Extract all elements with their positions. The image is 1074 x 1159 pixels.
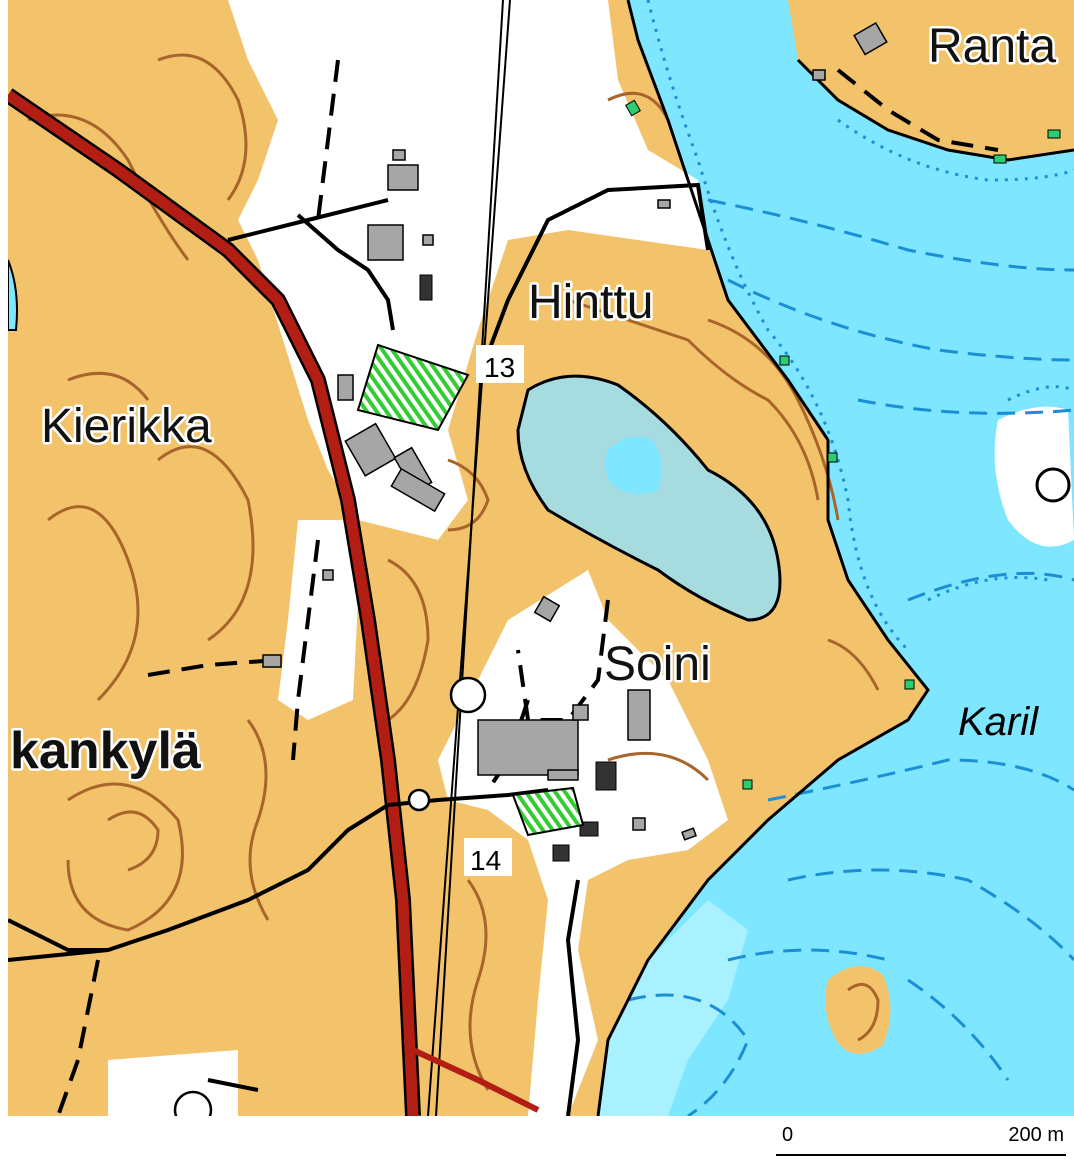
depth-lines — [627, 198, 1074, 1116]
sw-circle — [173, 1090, 213, 1116]
label-karil: Karil — [958, 700, 1039, 744]
shallow-water — [598, 900, 748, 1116]
island-south — [825, 966, 891, 1054]
scale-bar: 0 200 m — [776, 1124, 1066, 1156]
label-kankyla: kankylä — [10, 722, 202, 780]
scale-line — [776, 1154, 1066, 1156]
field-hinttu — [356, 343, 470, 432]
side-road-red[interactable] — [411, 1047, 540, 1113]
open-area-soini — [438, 570, 728, 1116]
label-kierikka: Kierikka — [41, 400, 212, 453]
buildings — [262, 21, 888, 841]
local-roads[interactable] — [8, 182, 710, 1116]
shore-dotted-lines — [646, 0, 1074, 652]
contour-lines — [27, 53, 880, 1091]
pond-inner — [604, 436, 662, 494]
scale-end-label: 200 m — [1008, 1124, 1064, 1146]
topographic-map[interactable]: Ranta Hinttu Kierikka Soini kankylä Kari… — [8, 0, 1074, 1116]
north-shoreline — [796, 58, 1074, 162]
scale-start-label: 0 — [782, 1124, 794, 1146]
marker-13: 13 — [484, 352, 515, 383]
pond — [516, 374, 782, 622]
open-area-north — [228, 0, 708, 540]
junction-node[interactable] — [407, 788, 431, 812]
island-east — [994, 406, 1074, 547]
marker-13-box — [476, 345, 524, 383]
open-area-west — [278, 520, 358, 720]
dark-buildings — [419, 274, 617, 862]
label-soini: Soini — [604, 638, 711, 691]
label-ranta: Ranta — [928, 20, 1056, 73]
west-water-edge — [8, 259, 18, 331]
power-line — [427, 0, 511, 1116]
label-hinttu: Hinttu — [528, 276, 653, 329]
green-structures — [624, 99, 1061, 790]
marker-14: 14 — [470, 845, 501, 876]
shoreline — [596, 0, 930, 1116]
field-soini — [511, 786, 585, 837]
marker-14-box — [464, 838, 512, 876]
peninsula — [808, 597, 913, 723]
lake-water — [598, 0, 1074, 1116]
main-road-fill — [8, 90, 419, 1116]
island-symbol — [1035, 467, 1071, 503]
storage-tank — [449, 676, 487, 714]
